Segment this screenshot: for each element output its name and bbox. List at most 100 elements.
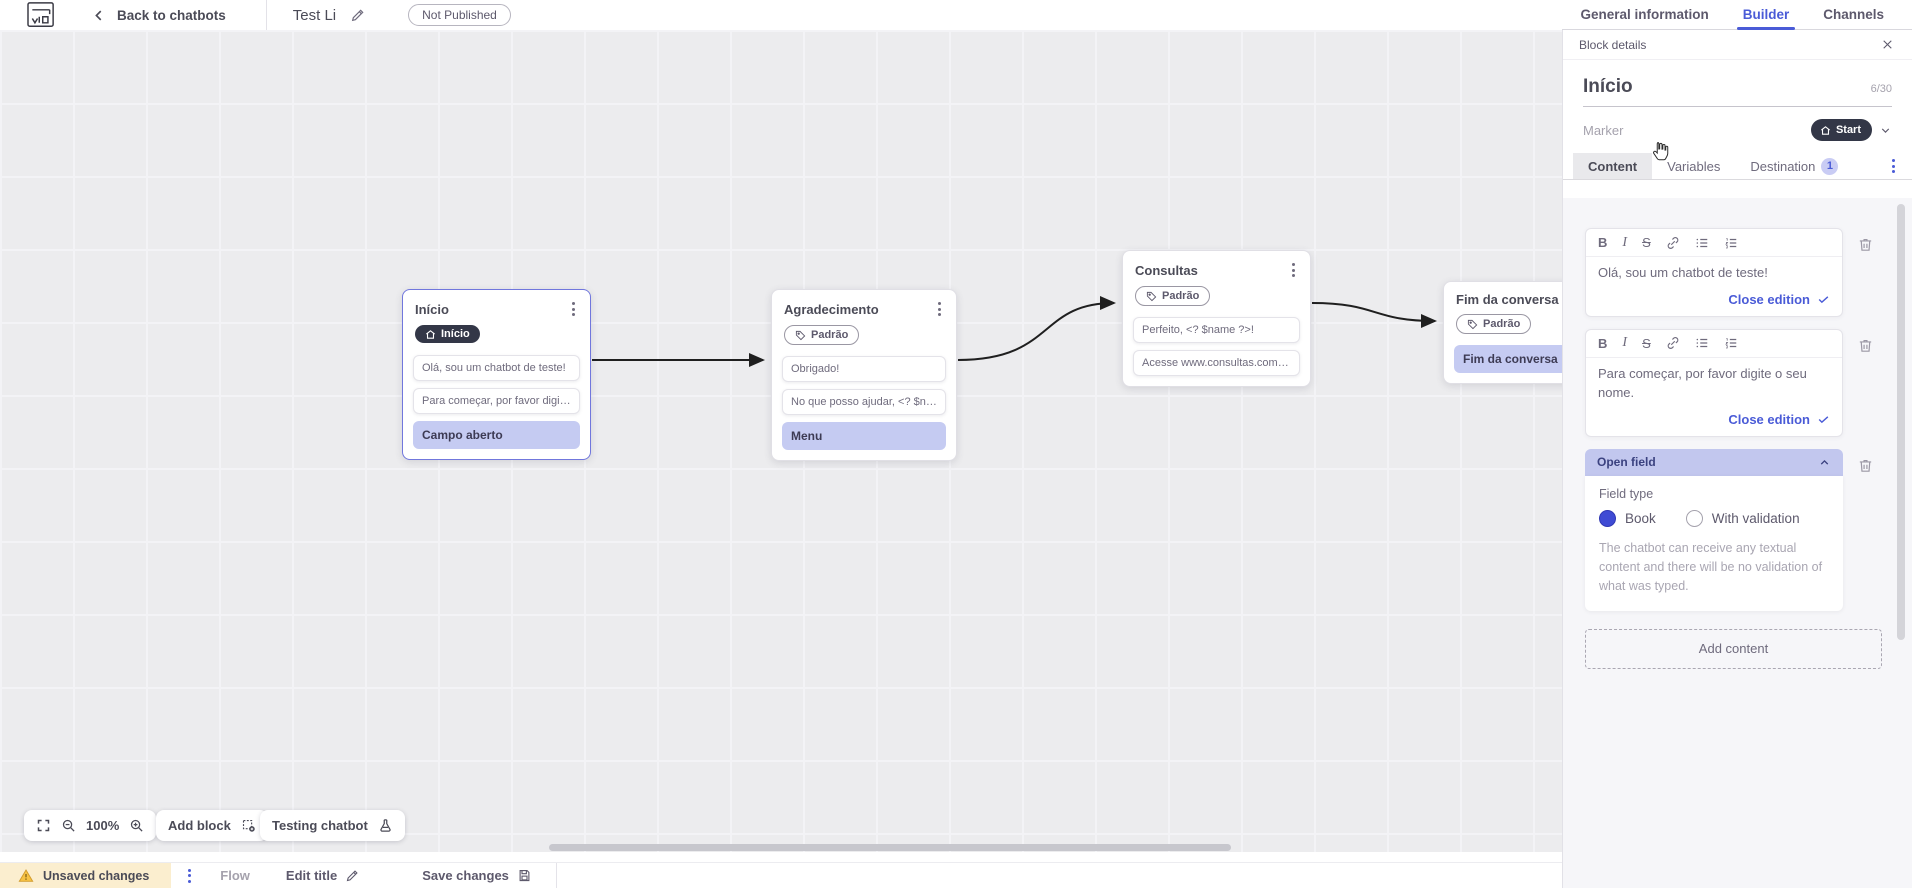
tab-variables[interactable]: Variables bbox=[1667, 158, 1721, 174]
delete-content-icon[interactable] bbox=[1857, 457, 1874, 474]
testing-chatbot-label: Testing chatbot bbox=[272, 818, 368, 833]
radio-option-with-validation[interactable]: With validation bbox=[1685, 509, 1800, 527]
flask-icon bbox=[380, 819, 391, 832]
open-field-title: Open field bbox=[1597, 455, 1656, 470]
char-counter: 6/30 bbox=[1870, 83, 1892, 95]
strikethrough-icon[interactable]: S bbox=[1642, 235, 1651, 250]
block-title: Início bbox=[415, 301, 449, 317]
tab-channels[interactable]: Channels bbox=[1823, 7, 1884, 22]
message-text[interactable]: Para começar, por favor digite o seu nom… bbox=[1598, 365, 1807, 400]
add-content-button[interactable]: Add content bbox=[1585, 628, 1882, 669]
bold-icon[interactable]: B bbox=[1598, 235, 1608, 250]
strikethrough-icon[interactable]: S bbox=[1642, 335, 1651, 351]
rich-text-toolbar: B I S bbox=[1586, 229, 1842, 257]
save-icon bbox=[519, 869, 530, 882]
bullet-list-icon[interactable] bbox=[1695, 336, 1709, 350]
fullscreen-icon[interactable] bbox=[36, 818, 51, 833]
open-field-body: Field type Book With validation The bbox=[1585, 475, 1843, 611]
back-to-chatbots-button[interactable]: Back to chatbots bbox=[92, 8, 226, 23]
rich-text-toolbar: B I S bbox=[1586, 330, 1842, 358]
testing-chatbot-button[interactable]: Testing chatbot bbox=[260, 810, 405, 841]
block-name-input[interactable]: Início bbox=[1583, 76, 1633, 97]
edit-title-button[interactable]: Edit title bbox=[286, 868, 360, 883]
topbar: Back to chatbots Test Li Not Published bbox=[0, 0, 1562, 30]
block-end-card[interactable]: Fim da conversa bbox=[1454, 344, 1562, 373]
numbered-list-icon[interactable] bbox=[1724, 236, 1738, 250]
tab-content[interactable]: Content bbox=[1573, 153, 1653, 179]
topbar-divider bbox=[265, 0, 267, 30]
field-type-description: The chatbot can receive any textual cont… bbox=[1599, 540, 1823, 594]
delete-content-icon[interactable] bbox=[1857, 337, 1874, 354]
link-icon[interactable] bbox=[1666, 236, 1680, 250]
message-editor[interactable]: B I S Olá, sou um chatbot de teste! Clos… bbox=[1585, 228, 1843, 317]
block-menu-icon[interactable] bbox=[1289, 261, 1298, 279]
flow-canvas[interactable]: Início Início Olá, sou um chatbot de tes… bbox=[0, 30, 1562, 852]
marker-select[interactable]: Start bbox=[1810, 119, 1892, 141]
zoom-out-icon[interactable] bbox=[61, 818, 76, 833]
pencil-icon bbox=[346, 870, 358, 882]
add-block-button[interactable]: Add block bbox=[156, 810, 268, 841]
chatbot-title[interactable]: Test Li bbox=[292, 6, 337, 24]
default-marker-badge: Padrão bbox=[784, 325, 860, 345]
italic-icon[interactable]: I bbox=[1622, 335, 1628, 351]
bullet-list-icon[interactable] bbox=[1695, 236, 1709, 250]
flow-block-agradecimento[interactable]: Agradecimento Padrão Obrigado! No que po… bbox=[771, 289, 957, 461]
flow-label[interactable]: Flow bbox=[220, 868, 250, 883]
block-open-field-card[interactable]: Campo aberto bbox=[413, 420, 580, 449]
block-message-card[interactable]: Para começar, por favor digite o ... bbox=[413, 387, 580, 414]
statusbar-menu-icon[interactable] bbox=[185, 867, 194, 885]
tab-builder[interactable]: Builder bbox=[1736, 0, 1795, 30]
edit-title-pencil-icon[interactable] bbox=[350, 7, 366, 23]
flow-block-inicio[interactable]: Início Início Olá, sou um chatbot de tes… bbox=[402, 289, 591, 460]
tag-icon bbox=[795, 330, 806, 340]
panel-tabs-menu-icon[interactable] bbox=[1889, 157, 1898, 175]
close-icon[interactable] bbox=[1881, 38, 1894, 51]
tab-destination[interactable]: Destination 1 bbox=[1735, 153, 1853, 179]
chevron-up-icon bbox=[1820, 459, 1829, 465]
message-text[interactable]: Olá, sou um chatbot de teste! bbox=[1598, 265, 1768, 280]
close-edition-button[interactable]: Close edition bbox=[1586, 405, 1842, 436]
block-title: Consultas bbox=[1135, 262, 1198, 278]
default-marker-badge: Padrão bbox=[1456, 314, 1532, 334]
panel-scrollbar[interactable] bbox=[1897, 204, 1905, 640]
flow-block-consultas[interactable]: Consultas Padrão Perfeito, <? $name ?>! … bbox=[1122, 250, 1311, 387]
unsaved-changes-indicator: Unsaved changes bbox=[0, 863, 172, 888]
radio-option-book[interactable]: Book bbox=[1599, 509, 1656, 527]
open-field-header[interactable]: Open field bbox=[1585, 448, 1843, 476]
check-icon bbox=[1818, 415, 1829, 423]
app-logo-icon bbox=[27, 2, 54, 28]
close-edition-button[interactable]: Close edition bbox=[1586, 285, 1842, 316]
horizontal-scrollbar[interactable] bbox=[549, 844, 1231, 851]
message-editor[interactable]: B I S Para começar, por favor digite o s… bbox=[1585, 328, 1843, 437]
delete-content-icon[interactable] bbox=[1857, 236, 1874, 253]
block-details-panel: Block details Início 6/30 Marker Start C… bbox=[1562, 30, 1912, 888]
block-message-card[interactable]: Perfeito, <? $name ?>! bbox=[1133, 316, 1300, 343]
tag-icon bbox=[1146, 291, 1157, 301]
statusbar: Unsaved changes Flow Edit title Save cha… bbox=[0, 862, 1562, 888]
bold-icon[interactable]: B bbox=[1598, 335, 1608, 351]
radio-unselected-icon bbox=[1685, 509, 1703, 527]
save-changes-button[interactable]: Save changes bbox=[422, 868, 532, 883]
block-menu-icon[interactable] bbox=[569, 300, 578, 318]
block-message-card[interactable]: Acesse www.consultas.com par... bbox=[1133, 349, 1300, 376]
italic-icon[interactable]: I bbox=[1622, 234, 1628, 250]
block-message-card[interactable]: Obrigado! bbox=[782, 355, 946, 382]
tab-general-information[interactable]: General information bbox=[1580, 7, 1709, 22]
main-nav-tabs: General information Builder Channels bbox=[1562, 0, 1912, 30]
link-icon[interactable] bbox=[1666, 336, 1680, 350]
zoom-controls: 100% bbox=[24, 810, 157, 841]
home-icon bbox=[1820, 125, 1830, 135]
numbered-list-icon[interactable] bbox=[1724, 336, 1738, 350]
block-menu-card[interactable]: Menu bbox=[782, 421, 946, 450]
block-message-card[interactable]: Olá, sou um chatbot de teste! bbox=[413, 354, 580, 381]
marker-label: Marker bbox=[1583, 122, 1624, 138]
flow-block-fim-da-conversa[interactable]: Fim da conversa Padrão Fim da conversa bbox=[1443, 281, 1562, 384]
destination-count-badge: 1 bbox=[1821, 157, 1839, 175]
block-message-card[interactable]: No que posso ajudar, <? $name ... bbox=[782, 388, 946, 415]
start-pill: Start bbox=[1810, 119, 1872, 141]
publish-status-badge: Not Published bbox=[408, 4, 511, 26]
chevron-left-icon bbox=[95, 10, 102, 20]
block-menu-icon[interactable] bbox=[935, 300, 944, 318]
zoom-in-icon[interactable] bbox=[129, 818, 144, 833]
back-label: Back to chatbots bbox=[117, 7, 226, 23]
